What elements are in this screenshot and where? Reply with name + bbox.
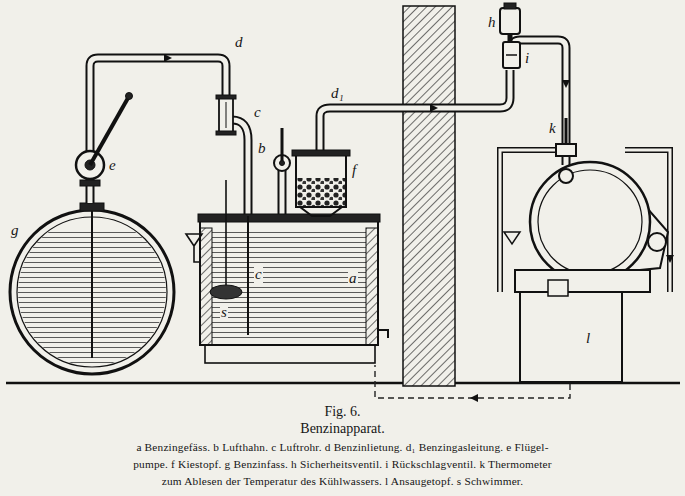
figure-caption: Benzinapparat. [0,421,685,436]
wing-pump [76,93,133,187]
part-letter: c [253,104,262,121]
pipes [90,40,670,398]
gravel-pot [292,150,350,216]
valves [500,3,520,68]
legend-line: zum Ablesen der Temperatur des Kühlwasse… [0,475,685,487]
part-letter: l [585,330,591,347]
part-letter: e [108,157,117,174]
figure-number: Fig. 6. [0,404,685,419]
part-letter: d [234,34,244,51]
flow-arrows [164,40,674,402]
legend-line: a Benzingefäss. b Lufthahn. c Luftrohr. … [0,441,685,453]
sight-glass [216,95,236,135]
part-letter: g [10,222,20,239]
petrol-barrel [10,203,174,378]
part-letter: c [254,266,263,283]
engine [504,118,668,382]
part-letter: s [220,304,228,321]
part-letter: h [487,14,497,31]
part-letter: d₁ [330,85,345,102]
air-cock [274,128,290,171]
part-letter: a [348,270,358,287]
part-letter: b [257,140,267,157]
petrol-tank [186,180,388,363]
part-letter: i [524,50,530,67]
legend-line: pumpe. f Kiestopf. g Benzinfass. h Siche… [0,458,685,470]
wall [403,6,455,386]
part-letter: f [351,162,357,179]
part-letter: k [548,120,557,137]
